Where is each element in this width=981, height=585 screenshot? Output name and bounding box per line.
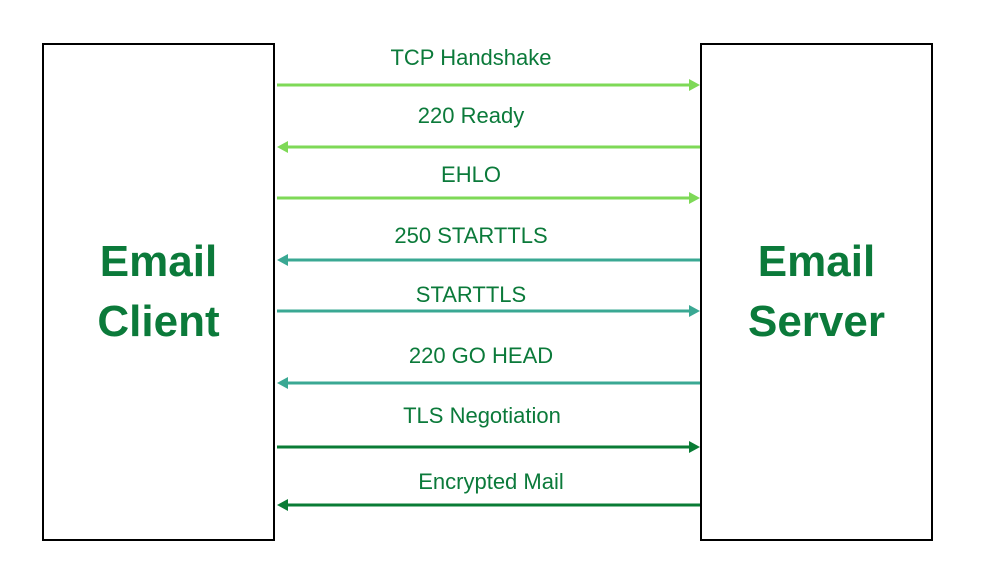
arrowhead-icon (689, 79, 700, 91)
message-arrow: 220 GO HEAD (277, 343, 700, 389)
message-arrow: 250 STARTTLS (277, 223, 700, 266)
message-label: STARTTLS (416, 282, 526, 307)
message-arrow: Encrypted Mail (277, 469, 700, 511)
message-label: TCP Handshake (390, 45, 551, 70)
email-client-box: Email Client (42, 43, 275, 541)
client-label-line2: Client (97, 297, 220, 346)
message-label: Encrypted Mail (418, 469, 564, 494)
message-label: 220 Ready (418, 103, 524, 128)
message-arrow: EHLO (277, 162, 700, 204)
message-arrow: 220 Ready (277, 103, 700, 153)
arrowhead-icon (277, 499, 288, 511)
message-label: 220 GO HEAD (409, 343, 553, 368)
message-arrow: STARTTLS (277, 282, 700, 317)
message-label: EHLO (441, 162, 501, 187)
server-label-line2: Server (747, 297, 885, 346)
email-server-box: Email Server (700, 43, 933, 541)
arrowhead-icon (689, 441, 700, 453)
server-label-line1: Email (757, 237, 876, 286)
message-arrow: TCP Handshake (277, 45, 700, 91)
arrowhead-icon (277, 254, 288, 266)
message-label: 250 STARTTLS (394, 223, 547, 248)
arrowhead-icon (689, 192, 700, 204)
arrowhead-icon (277, 141, 288, 153)
message-arrow: TLS Negotiation (277, 403, 700, 453)
arrowhead-icon (689, 305, 700, 317)
arrowhead-icon (277, 377, 288, 389)
client-label-line1: Email (99, 237, 218, 286)
message-label: TLS Negotiation (403, 403, 561, 428)
